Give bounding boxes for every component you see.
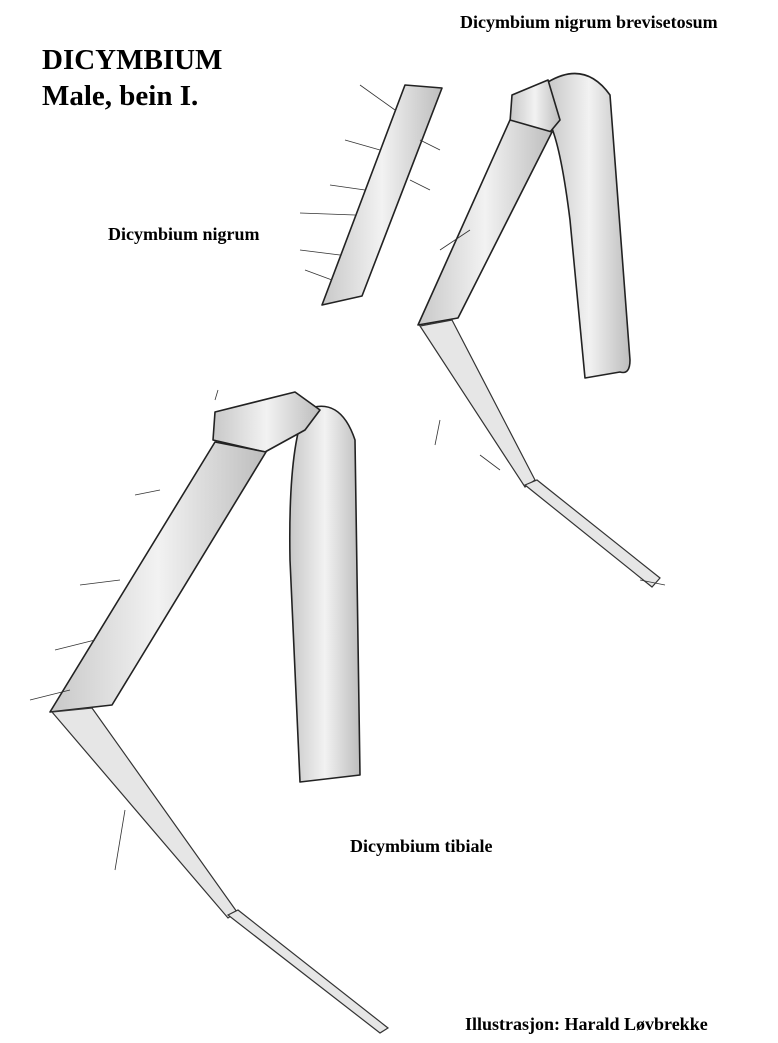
illustrator-credit: Illustrasjon: Harald Løvbrekke: [465, 1014, 708, 1034]
plate-title: DICYMBIUM: [42, 44, 223, 76]
plate-subtitle: Male, bein I.: [42, 80, 199, 112]
label-brevisetosum: Dicymbium nigrum brevisetosum: [460, 12, 718, 32]
label-tibiale: Dicymbium tibiale: [350, 836, 493, 856]
nigrum-tibia-drawing: [299, 84, 443, 306]
label-nigrum: Dicymbium nigrum: [108, 224, 260, 244]
tibiale-leg-drawing: [29, 389, 390, 1034]
brevisetosum-leg-drawing: [417, 72, 666, 588]
